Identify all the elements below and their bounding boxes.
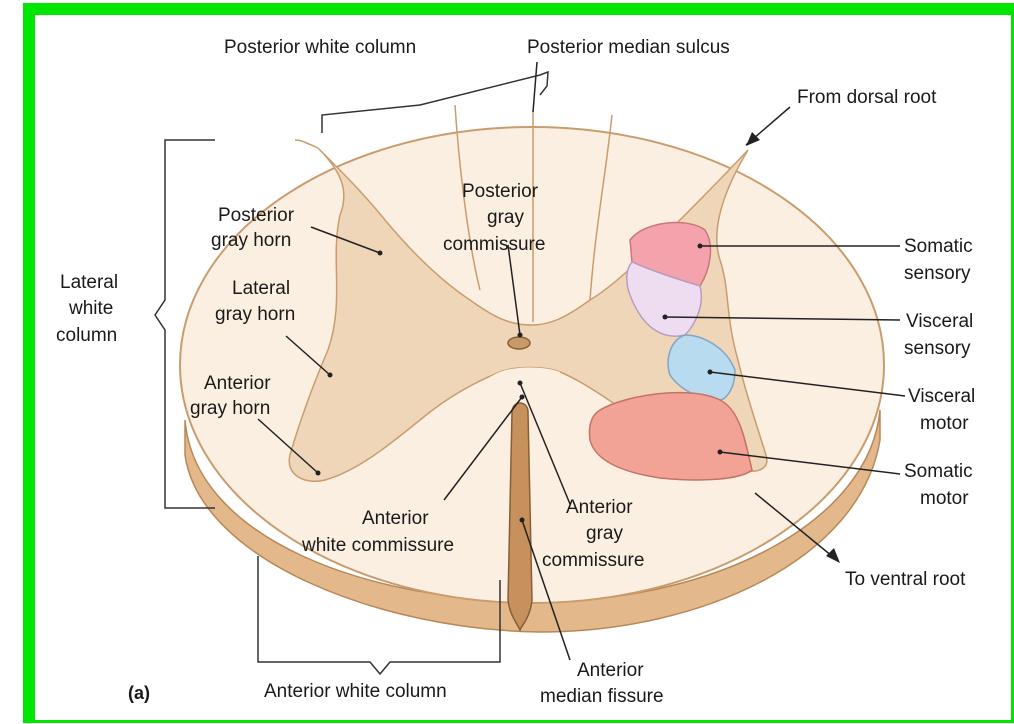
label-posterior-gray-commissure-1: Posterior [462, 181, 539, 202]
label-visceral-motor-2: motor [920, 413, 969, 434]
label-anterior-median-fissure-2: median fissure [540, 686, 664, 707]
panel-label: (a) [128, 683, 150, 703]
label-anterior-gray-commissure-3: commissure [542, 550, 644, 571]
label-visceral-motor-1: Visceral [908, 386, 975, 407]
label-anterior-gray-horn-2: gray horn [190, 398, 270, 419]
label-posterior-white-column: Posterior white column [224, 37, 416, 58]
ventral-root-arrowhead [826, 548, 840, 563]
label-to-ventral-root: To ventral root [845, 569, 966, 590]
label-somatic-sensory-1: Somatic [904, 236, 973, 257]
label-anterior-gray-commissure-2: gray [586, 523, 623, 544]
label-visceral-sensory-1: Visceral [906, 311, 973, 332]
label-lateral-gray-horn-2: gray horn [215, 304, 295, 325]
label-posterior-gray-horn-1: Posterior [218, 205, 295, 226]
label-anterior-white-column: Anterior white column [264, 681, 447, 702]
label-from-dorsal-root: From dorsal root [797, 87, 937, 108]
label-anterior-median-fissure-1: Anterior [577, 660, 644, 681]
label-somatic-motor-1: Somatic [904, 461, 973, 482]
label-posterior-median-sulcus: Posterior median sulcus [527, 37, 730, 58]
label-anterior-white-commissure-2: white commissure [301, 535, 454, 556]
central-canal [508, 337, 530, 349]
posterior-white-column-bracket [322, 72, 548, 133]
label-anterior-gray-commissure-1: Anterior [566, 497, 633, 518]
label-anterior-white-commissure-1: Anterior [362, 508, 429, 529]
label-visceral-sensory-2: sensory [904, 338, 971, 359]
label-lateral-white-column-2: white [68, 298, 113, 319]
label-posterior-gray-commissure-3: commissure [443, 234, 545, 255]
label-posterior-gray-horn-2: gray horn [211, 230, 291, 251]
label-posterior-gray-commissure-2: gray [487, 207, 524, 228]
anterior-median-fissure-shape [508, 403, 532, 630]
label-lateral-gray-horn-1: Lateral [232, 278, 290, 299]
label-anterior-gray-horn-1: Anterior [204, 373, 271, 394]
label-lateral-white-column-3: column [56, 325, 117, 346]
label-somatic-motor-2: motor [920, 488, 969, 509]
label-lateral-white-column-1: Lateral [60, 272, 118, 293]
label-somatic-sensory-2: sensory [904, 263, 971, 284]
